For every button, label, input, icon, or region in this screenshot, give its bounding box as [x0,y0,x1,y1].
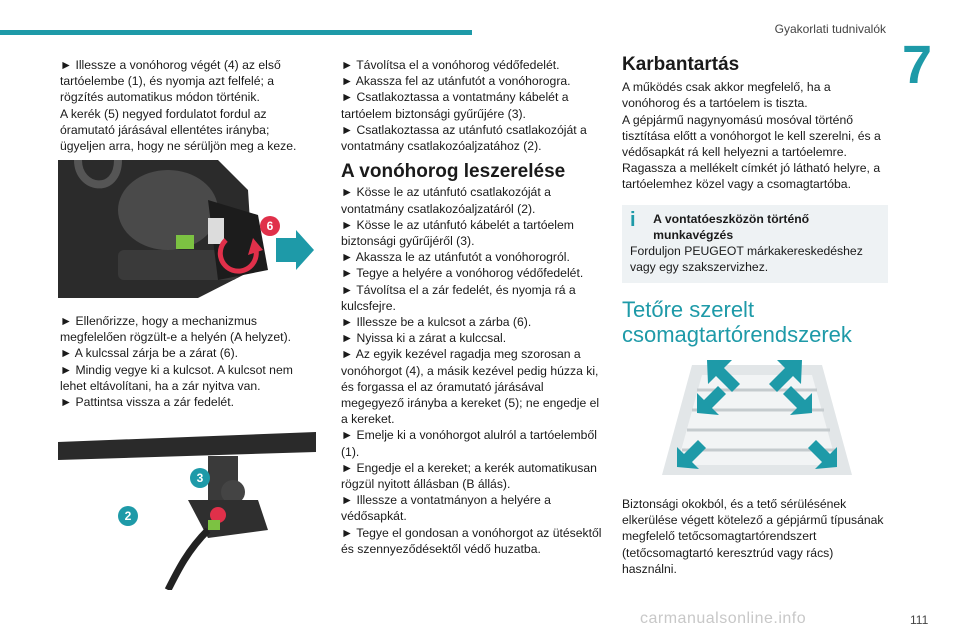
figure-lock-key: 6 [58,160,316,298]
step-text: ► Távolítsa el a vonóhorog védőfedelét. [341,58,560,72]
step-text: ► Tegye a helyére a vonóhorog védőfedelé… [341,266,584,281]
note-text: A kerék (5) negyed fordulatot fordul az … [60,106,297,154]
body-text: A működés csak akkor megfelelő, ha a von… [622,80,831,111]
step-text: ► Illessze a vontatmányon a helyére a vé… [341,493,551,524]
step-text: ► Kösse le az utánfutó csatlakozóját a v… [341,185,551,216]
section-heading-roof: Tetőre szerelt csomagtartórendszerek [622,297,852,348]
figure-label: 2 [125,509,132,523]
column-right-lower: Biztonsági okokból, és a tető sérüléséne… [622,496,888,577]
body-text: A gépjármű nagynyomású mosóval történő t… [622,112,881,160]
figure-towbar-connection: 3 2 [58,420,316,590]
step-text: ► Távolítsa el a zár fedelét, és nyomja … [341,282,576,313]
watermark: carmanualsonline.info [640,610,807,627]
figure-label: 6 [267,219,274,233]
step-text: ► Pattintsa vissza a zár fedelét. [60,395,234,410]
step-text: ► Ellenőrizze, hogy a mechanizmus megfel… [60,314,292,345]
step-text: ► Emelje ki a vonóhorgot alulról a tartó… [341,428,597,459]
info-body: Forduljon PEUGEOT márkakereskedéshez vag… [630,244,863,275]
step-text: ► Illessze a vonóhorog végét (4) az első… [60,58,281,105]
info-box: i A vontatóeszközön történő munkavégzés … [622,204,888,284]
section-heading: Karbantartás [622,54,740,75]
step-text: ► Illessze be a kulcsot a zárba (6). [341,315,532,330]
column-middle: ► Távolítsa el a vonóhorog védőfedelét. … [341,57,603,557]
step-text: ► Az egyik kezével ragadja meg szorosan … [341,347,600,427]
section-title: Gyakorlati tudnivalók [774,22,886,36]
step-text: ► Csatlakoztassa az utánfutó csatlakozój… [341,122,587,154]
info-title: A vontatóeszközön történő munkavégzés [653,211,810,242]
page-number: 111 [910,613,929,627]
step-text: ► A kulcssal zárja be a zárat (6). [60,346,239,361]
step-text: ► Engedje el a kereket; a kerék automati… [341,460,597,492]
info-icon: i [630,208,636,231]
step-text: ► Nyissa ki a zárat a kulccsal. [341,331,507,346]
section-heading: A vonóhorog leszerelése [341,161,566,183]
step-text: ► Tegye el gondosan a vonóhorgot az ütés… [341,525,602,556]
step-text: ► Akassza le az utánfutót a vonóhorogról… [341,250,570,265]
chapter-number: 7 [902,35,933,95]
column-right: Karbantartás A működés csak akkor megfel… [622,54,888,348]
column-left: ► Illessze a vonóhorog végét (4) az első… [60,57,316,154]
step-text: ► Mindig vegye ki a kulcsot. A kulcsot n… [60,362,293,393]
figure-roof-rack [652,355,862,485]
body-text: Ragassza a mellékelt címkét jó látható h… [622,161,881,192]
step-text: ► Akassza fel az utánfutót a vonóhorogra… [341,74,571,89]
step-text: ► Csatlakoztassa a vontatmány kábelét a … [341,90,569,121]
figure-label: 3 [197,471,204,485]
step-text: ► Kösse le az utánfutó kábelét a tartóel… [341,217,574,249]
header-accent-bar [0,30,472,35]
body-text: Biztonsági okokból, és a tető sérüléséne… [622,497,884,576]
column-left-lower: ► Ellenőrizze, hogy a mechanizmus megfel… [60,313,316,410]
